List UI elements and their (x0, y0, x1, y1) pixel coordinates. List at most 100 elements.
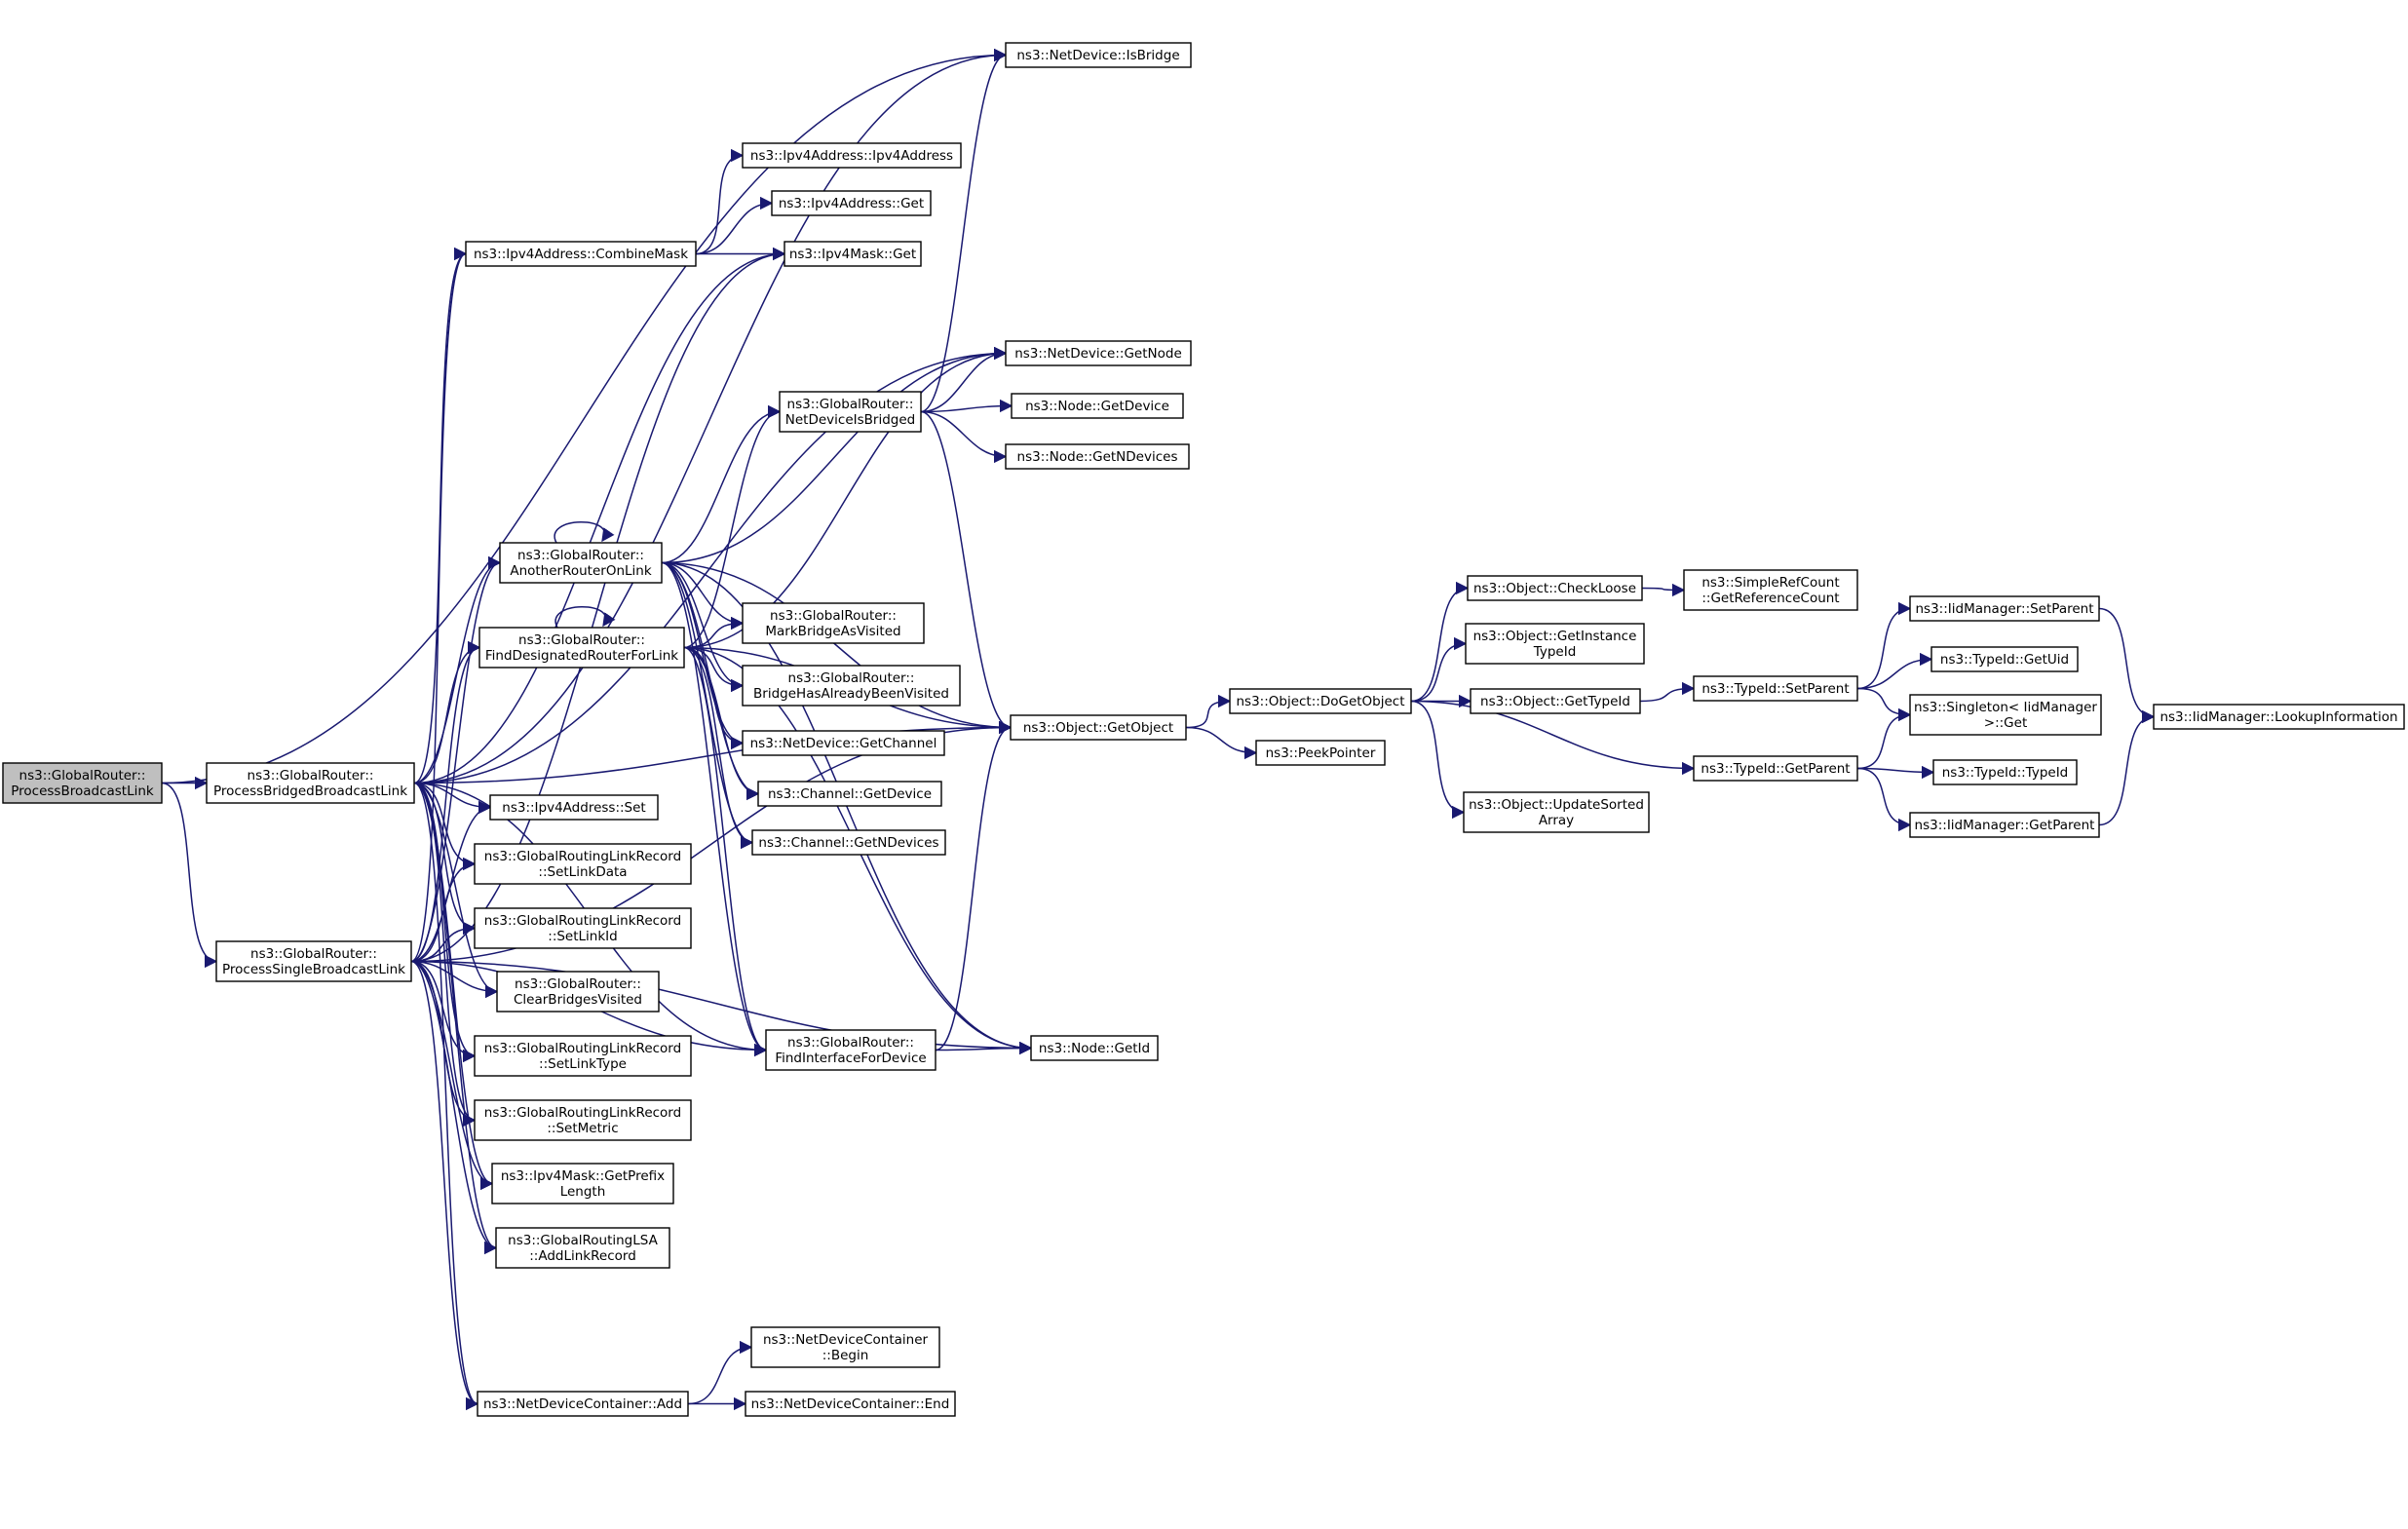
node-box[interactable] (491, 1163, 674, 1204)
node-box[interactable] (2, 762, 163, 804)
graph-node-ipv4set[interactable]: ns3::Ipv4Address::Set (489, 794, 659, 821)
node-box[interactable] (1470, 688, 1641, 714)
graph-node-combine[interactable]: ns3::Ipv4Address::CombineMask (465, 241, 697, 267)
graph-node-tsetparent[interactable]: ns3::TypeId::SetParent (1693, 675, 1858, 702)
node-box[interactable] (784, 241, 922, 267)
node-box[interactable] (742, 602, 925, 644)
node-box[interactable] (499, 542, 663, 584)
graph-node-nodegetdev[interactable]: ns3::Node::GetDevice (1011, 393, 1184, 419)
graph-node-ndcend[interactable]: ns3::NetDeviceContainer::End (745, 1391, 956, 1417)
graph-node-ipv4ctor[interactable]: ns3::Ipv4Address::Ipv4Address (742, 142, 962, 169)
node-box[interactable] (1229, 688, 1412, 714)
node-box[interactable] (1011, 393, 1184, 419)
node-box[interactable] (474, 1035, 692, 1077)
node-box[interactable] (489, 794, 659, 821)
graph-node-hasbeen[interactable]: ns3::GlobalRouter::BridgeHasAlreadyBeenV… (742, 665, 961, 707)
node-box[interactable] (1465, 623, 1645, 665)
graph-node-lookup[interactable]: ns3::IidManager::LookupInformation (2153, 704, 2405, 730)
graph-node-gettypeid[interactable]: ns3::Object::GetTypeId (1470, 688, 1641, 714)
node-box[interactable] (765, 1029, 936, 1071)
graph-node-chgetn[interactable]: ns3::Channel::GetNDevices (751, 829, 946, 856)
graph-node-ipv4get[interactable]: ns3::Ipv4Address::Get (771, 190, 932, 216)
graph-node-setlinkid[interactable]: ns3::GlobalRoutingLinkRecord::SetLinkId (474, 907, 692, 949)
node-box[interactable] (751, 829, 946, 856)
graph-node-getchan[interactable]: ns3::NetDevice::GetChannel (742, 730, 945, 756)
graph-node-tgetuid[interactable]: ns3::TypeId::GetUid (1930, 646, 2079, 672)
node-box[interactable] (1930, 646, 2079, 672)
node-box[interactable] (745, 1391, 956, 1417)
node-box[interactable] (742, 665, 961, 707)
node-box[interactable] (1909, 694, 2102, 736)
node-box[interactable] (495, 1227, 670, 1269)
node-box[interactable] (1467, 575, 1643, 601)
graph-node-psbl[interactable]: ns3::GlobalRouter::ProcessSingleBroadcas… (215, 940, 412, 982)
graph-node-chgetdev[interactable]: ns3::Channel::GetDevice (757, 781, 942, 807)
node-box[interactable] (1909, 595, 2100, 622)
node-box[interactable] (1255, 740, 1386, 766)
graph-node-pbbl[interactable]: ns3::GlobalRouter::ProcessBridgedBroadca… (206, 762, 415, 804)
node-box[interactable] (496, 971, 660, 1013)
edge-ndbridged-to-isbridge (920, 48, 1008, 413)
graph-node-refcount[interactable]: ns3::SimpleRefCount::GetReferenceCount (1683, 569, 1858, 611)
node-box[interactable] (478, 627, 685, 669)
graph-node-finddr[interactable]: ns3::GlobalRouter::FindDesignatedRouterF… (478, 627, 685, 669)
node-box[interactable] (742, 142, 962, 169)
node-box[interactable] (465, 241, 697, 267)
node-box[interactable] (1693, 755, 1858, 782)
node-box[interactable] (474, 1099, 692, 1141)
graph-node-checkloose[interactable]: ns3::Object::CheckLoose (1467, 575, 1643, 601)
graph-node-another[interactable]: ns3::GlobalRouter::AnotherRouterOnLink (499, 542, 663, 584)
node-box[interactable] (1010, 714, 1187, 741)
node-box[interactable] (1932, 759, 2078, 785)
graph-node-ndbridged[interactable]: ns3::GlobalRouter::NetDeviceIsBridged (779, 391, 922, 433)
graph-node-addlink[interactable]: ns3::GlobalRoutingLSA::AddLinkRecord (495, 1227, 670, 1269)
graph-node-typeid[interactable]: ns3::TypeId::TypeId (1932, 759, 2078, 785)
node-box[interactable] (779, 391, 922, 433)
graph-node-root[interactable]: ns3::GlobalRouter::ProcessBroadcastLink (2, 762, 163, 804)
node-box[interactable] (742, 730, 945, 756)
graph-node-nodegetid[interactable]: ns3::Node::GetId (1030, 1035, 1159, 1061)
graph-node-singleton[interactable]: ns3::Singleton< IidManager >::Get (1909, 694, 2102, 736)
graph-node-setlinktype[interactable]: ns3::GlobalRoutingLinkRecord::SetLinkTyp… (474, 1035, 692, 1077)
graph-node-mark[interactable]: ns3::GlobalRouter::MarkBridgeAsVisited (742, 602, 925, 644)
node-box[interactable] (1005, 443, 1190, 470)
node-box[interactable] (1683, 569, 1858, 611)
graph-node-getobj[interactable]: ns3::Object::GetObject (1010, 714, 1187, 741)
node-box[interactable] (1005, 340, 1192, 366)
node-box[interactable] (215, 940, 412, 982)
node-box[interactable] (2153, 704, 2405, 730)
graph-node-nodegetn[interactable]: ns3::Node::GetNDevices (1005, 443, 1190, 470)
edge-getobj-to-peek (1185, 726, 1258, 760)
node-box[interactable] (750, 1326, 940, 1368)
graph-node-isbridge[interactable]: ns3::NetDevice::IsBridge (1005, 42, 1192, 68)
graph-node-ndcbegin[interactable]: ns3::NetDeviceContainer::Begin (750, 1326, 940, 1368)
graph-node-getnode[interactable]: ns3::NetDevice::GetNode (1005, 340, 1192, 366)
graph-node-clearbr[interactable]: ns3::GlobalRouter::ClearBridgesVisited (496, 971, 660, 1013)
node-box[interactable] (1005, 42, 1192, 68)
node-box[interactable] (477, 1391, 689, 1417)
graph-node-setlinkdata[interactable]: ns3::GlobalRoutingLinkRecord::SetLinkDat… (474, 843, 692, 885)
edge-tgetparent-to-singleton (1856, 707, 1912, 770)
graph-node-iidgetparent[interactable]: ns3::IidManager::GetParent (1909, 812, 2100, 838)
node-box[interactable] (771, 190, 932, 216)
node-box[interactable] (1909, 812, 2100, 838)
graph-node-iidsetparent[interactable]: ns3::IidManager::SetParent (1909, 595, 2100, 622)
node-box[interactable] (757, 781, 942, 807)
graph-node-maskget[interactable]: ns3::Ipv4Mask::Get (784, 241, 922, 267)
edge-dogetobj-to-updsorted (1410, 700, 1466, 820)
graph-node-peek[interactable]: ns3::PeekPointer (1255, 740, 1386, 766)
node-box[interactable] (1463, 791, 1650, 833)
graph-node-tgetparent[interactable]: ns3::TypeId::GetParent (1693, 755, 1858, 782)
graph-node-setmetric[interactable]: ns3::GlobalRoutingLinkRecord::SetMetric (474, 1099, 692, 1141)
node-box[interactable] (1030, 1035, 1159, 1061)
graph-node-dogetobj[interactable]: ns3::Object::DoGetObject (1229, 688, 1412, 714)
node-box[interactable] (474, 843, 692, 885)
graph-node-ndcadd[interactable]: ns3::NetDeviceContainer::Add (477, 1391, 689, 1417)
node-box[interactable] (474, 907, 692, 949)
graph-node-findif[interactable]: ns3::GlobalRouter::FindInterfaceForDevic… (765, 1029, 936, 1071)
node-box[interactable] (206, 762, 415, 804)
node-box[interactable] (1693, 675, 1858, 702)
